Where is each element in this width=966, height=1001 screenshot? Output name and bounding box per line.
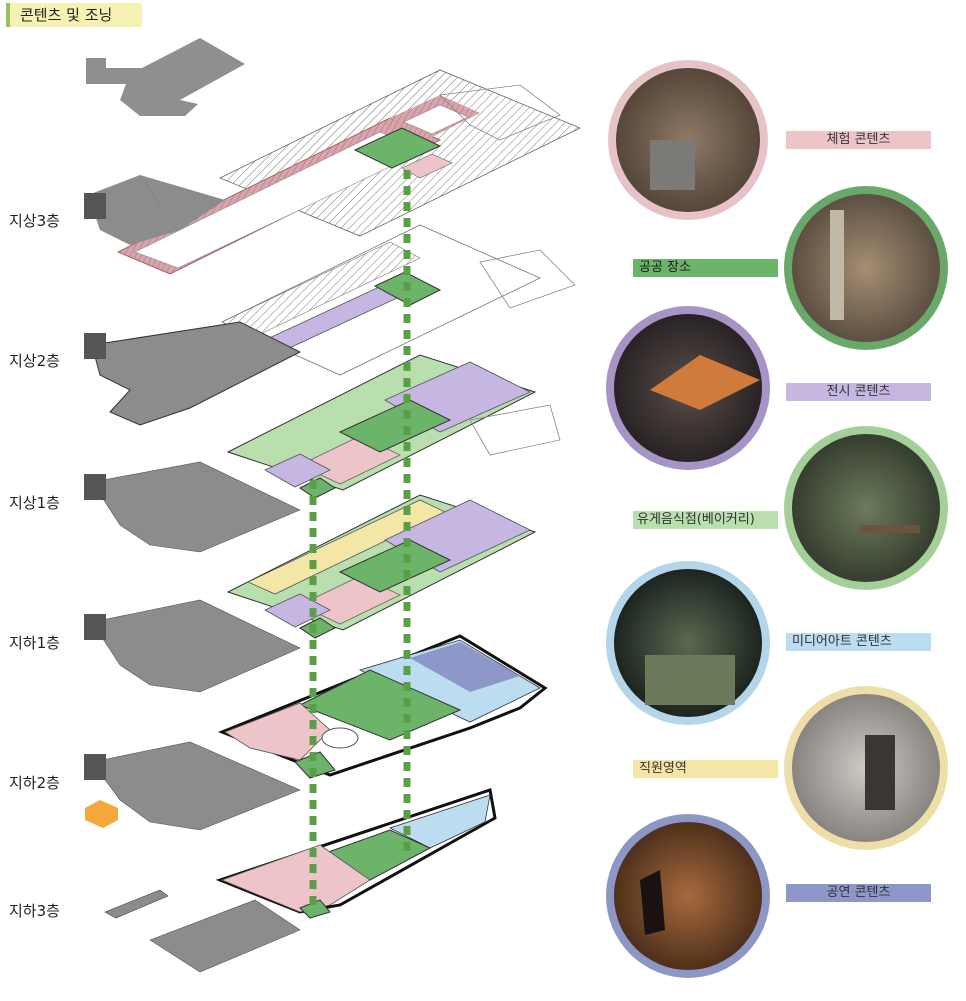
legend-media-art: 미디어아트 콘텐츠 [786,633,931,651]
photo-exhibition [606,306,770,470]
photo-restaurant [784,426,948,590]
photo-staff-area [784,686,948,850]
floor-label-b1: 지하1층 [9,634,60,652]
floor-label-3f: 지상3층 [9,212,60,230]
plan-b2 [84,634,548,831]
plan-b1 [84,494,537,693]
plan-1f [84,354,561,553]
photo-media-art [606,561,770,725]
legend-experience: 체험 콘텐츠 [786,131,931,149]
plan-b3 [104,788,497,973]
legend-staff-area: 직원영역 [633,760,778,778]
legend-exhibition: 전시 콘텐츠 [786,383,931,401]
photo-public-space [784,186,948,350]
floor-label-b3: 지하3층 [9,902,60,920]
legend-restaurant: 유게음식점(베이커리) [633,511,778,529]
site-silhouette [86,38,245,116]
photo-experience [608,60,768,220]
plan-2f [84,224,576,426]
section-title: 콘텐츠 및 조닝 [6,3,142,27]
legend-public-space: 공공 장소 [633,259,778,277]
photo-performance [606,814,770,978]
floor-label-2f: 지상2층 [9,352,60,370]
plan-3f [84,69,581,275]
legend-performance: 공연 콘텐츠 [786,884,931,902]
floor-label-1f: 지상1층 [9,494,60,512]
floor-label-b2: 지하2층 [9,774,60,792]
